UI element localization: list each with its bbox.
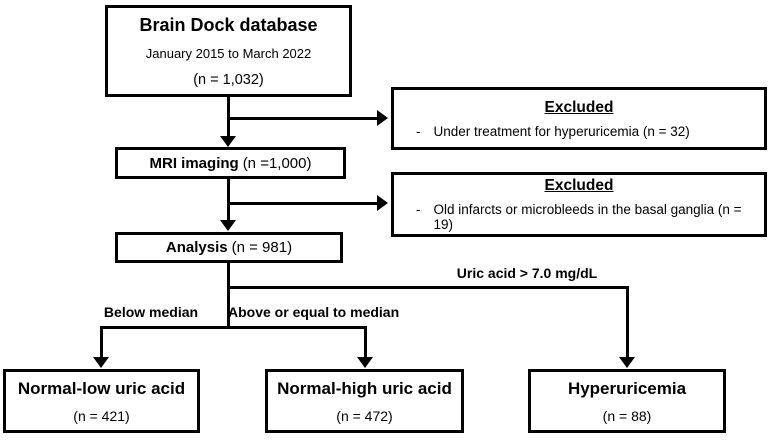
connector-analysis-stem-line bbox=[227, 261, 230, 329]
brain-dock-count: (n = 1,032) bbox=[193, 71, 264, 88]
connector-hyperuricemia-vertical-line bbox=[626, 286, 629, 358]
normal-low-title: Normal-low uric acid bbox=[17, 378, 186, 398]
connector-mri-to-analysis-line bbox=[227, 179, 230, 221]
connector-to-excluded-1-line bbox=[227, 117, 378, 120]
excluded-1-item: Under treatment for hyperuricemia (n = 3… bbox=[433, 123, 690, 139]
excluded-2-title: Excluded bbox=[544, 177, 614, 194]
connector-braindock-to-mri-line bbox=[227, 95, 230, 138]
box-hyperuricemia: Hyperuricemia (n = 88) bbox=[528, 369, 726, 433]
connector-median-horizontal-line bbox=[100, 326, 367, 329]
normal-high-count: (n = 472) bbox=[336, 407, 393, 424]
hyperuricemia-count: (n = 88) bbox=[602, 407, 652, 424]
connector-hyperuricemia-horizontal-line bbox=[227, 286, 629, 289]
arrow-down-to-analysis-icon bbox=[220, 220, 236, 231]
box-mri-imaging: MRI imaging(n =1,000) bbox=[115, 147, 346, 179]
box-brain-dock-database: Brain Dock database January 2015 to Marc… bbox=[105, 5, 352, 97]
box-excluded-1: Excluded - Under treatment for hyperuric… bbox=[391, 87, 767, 150]
mri-label: MRI imaging bbox=[149, 154, 239, 172]
mri-count: (n =1,000) bbox=[242, 154, 312, 172]
box-normal-high-uric-acid: Normal-high uric acid (n = 472) bbox=[265, 369, 464, 433]
box-excluded-2: Excluded - Old infarcts or microbleeds i… bbox=[391, 172, 767, 237]
box-normal-low-uric-acid: Normal-low uric acid (n = 421) bbox=[3, 369, 200, 433]
analysis-label: Analysis bbox=[165, 239, 228, 256]
arrow-down-to-normal-low-icon bbox=[93, 357, 109, 368]
normal-high-title: Normal-high uric acid bbox=[277, 378, 452, 398]
analysis-count: (n = 981) bbox=[231, 239, 293, 256]
label-below-median: Below median bbox=[103, 304, 199, 320]
label-uric-acid-threshold: Uric acid > 7.0 mg/dL bbox=[456, 265, 598, 281]
excluded-1-item-row: - Under treatment for hyperuricemia (n =… bbox=[394, 124, 764, 139]
excluded-1-title: Excluded bbox=[544, 98, 614, 116]
connector-normal-low-vertical-line bbox=[100, 326, 103, 358]
excluded-2-item-row: - Old infarcts or microbleeds in the bas… bbox=[394, 202, 764, 232]
excluded-1-bullet: - bbox=[416, 123, 421, 139]
box-analysis: Analysis(n = 981) bbox=[115, 232, 343, 263]
arrow-right-to-excluded-1-icon bbox=[377, 110, 388, 126]
hyperuricemia-title: Hyperuricemia bbox=[567, 378, 687, 398]
arrow-right-to-excluded-2-icon bbox=[377, 195, 388, 211]
brain-dock-subtitle: January 2015 to March 2022 bbox=[145, 45, 312, 61]
analysis-label-line: Analysis(n = 981) bbox=[166, 239, 292, 256]
mri-label-line: MRI imaging(n =1,000) bbox=[150, 155, 312, 172]
label-above-or-equal-median: Above or equal to median bbox=[228, 304, 400, 320]
arrow-down-to-hyperuricemia-icon bbox=[619, 357, 635, 368]
normal-low-count: (n = 421) bbox=[73, 407, 130, 424]
brain-dock-title: Brain Dock database bbox=[139, 14, 318, 35]
excluded-2-bullet: - bbox=[416, 202, 421, 217]
excluded-2-item: Old infarcts or microbleeds in the basal… bbox=[433, 202, 742, 232]
connector-to-excluded-2-line bbox=[227, 202, 378, 205]
arrow-down-to-normal-high-icon bbox=[357, 357, 373, 368]
arrow-down-to-mri-icon bbox=[220, 136, 236, 147]
connector-normal-high-vertical-line bbox=[364, 326, 367, 358]
